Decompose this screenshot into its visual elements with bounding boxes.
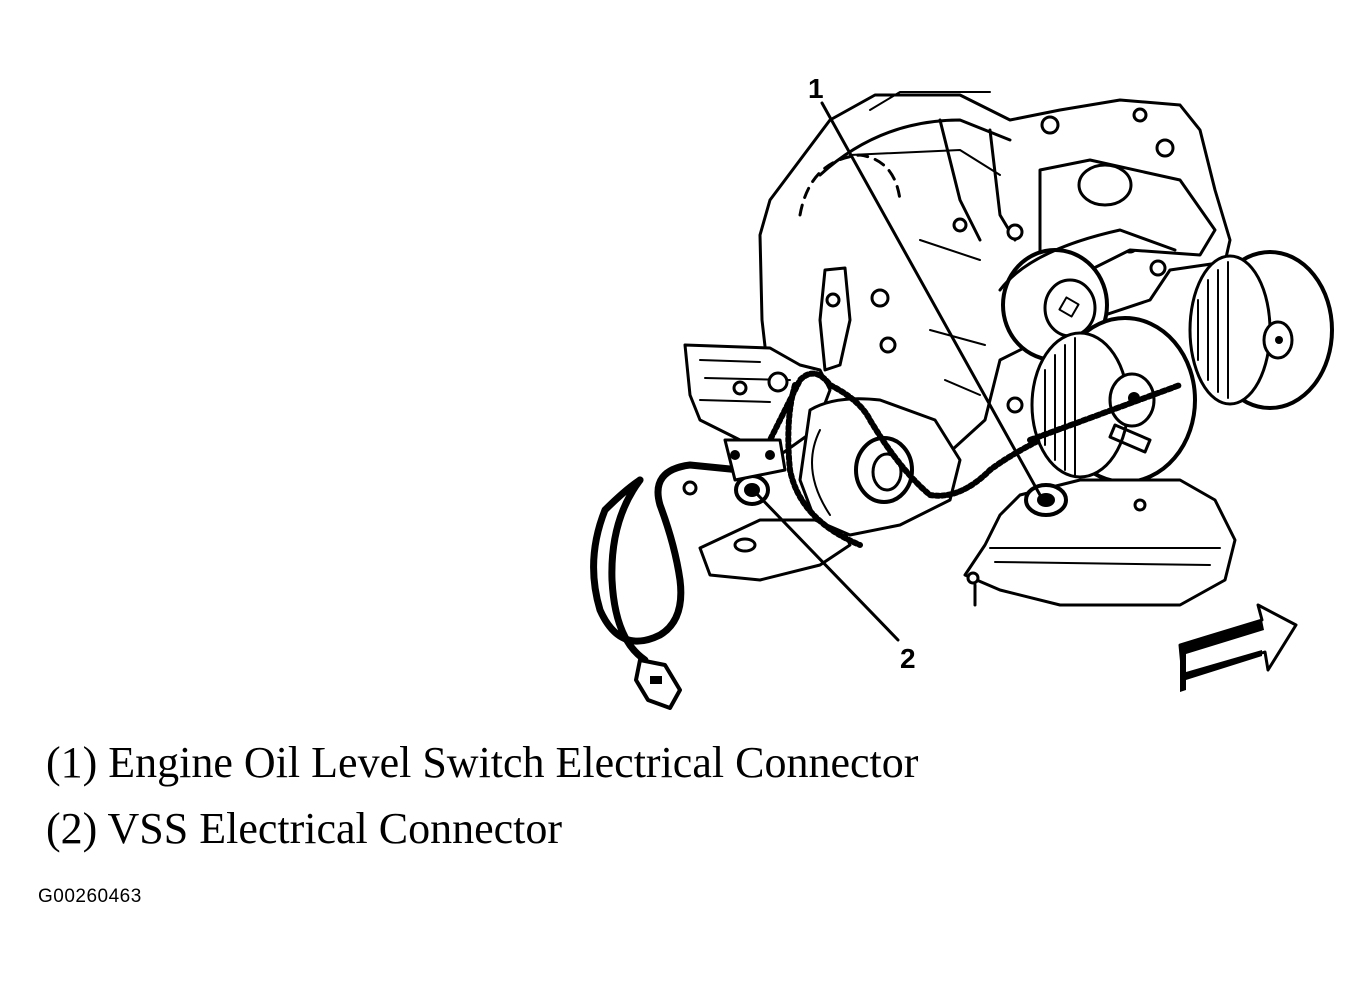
accessory-drive (998, 158, 1334, 484)
legend-item-1: (1) Engine Oil Level Switch Electrical C… (46, 738, 919, 787)
front-direction-arrow-icon (1178, 603, 1298, 692)
callout-2-leader-line (753, 490, 900, 642)
callout-2-number: 2 (900, 643, 916, 674)
oil-pan (963, 478, 1237, 607)
callout-1: 1 (808, 73, 1042, 497)
callout-1-number: 1 (808, 73, 824, 104)
callout-1-leader-line (820, 101, 1042, 497)
callout-legend: (1) Engine Oil Level Switch Electrical C… (46, 730, 918, 862)
figure-id: G00260463 (38, 886, 142, 907)
legend-item-2: (2) VSS Electrical Connector (46, 804, 563, 853)
callout-2: 2 (753, 490, 916, 674)
